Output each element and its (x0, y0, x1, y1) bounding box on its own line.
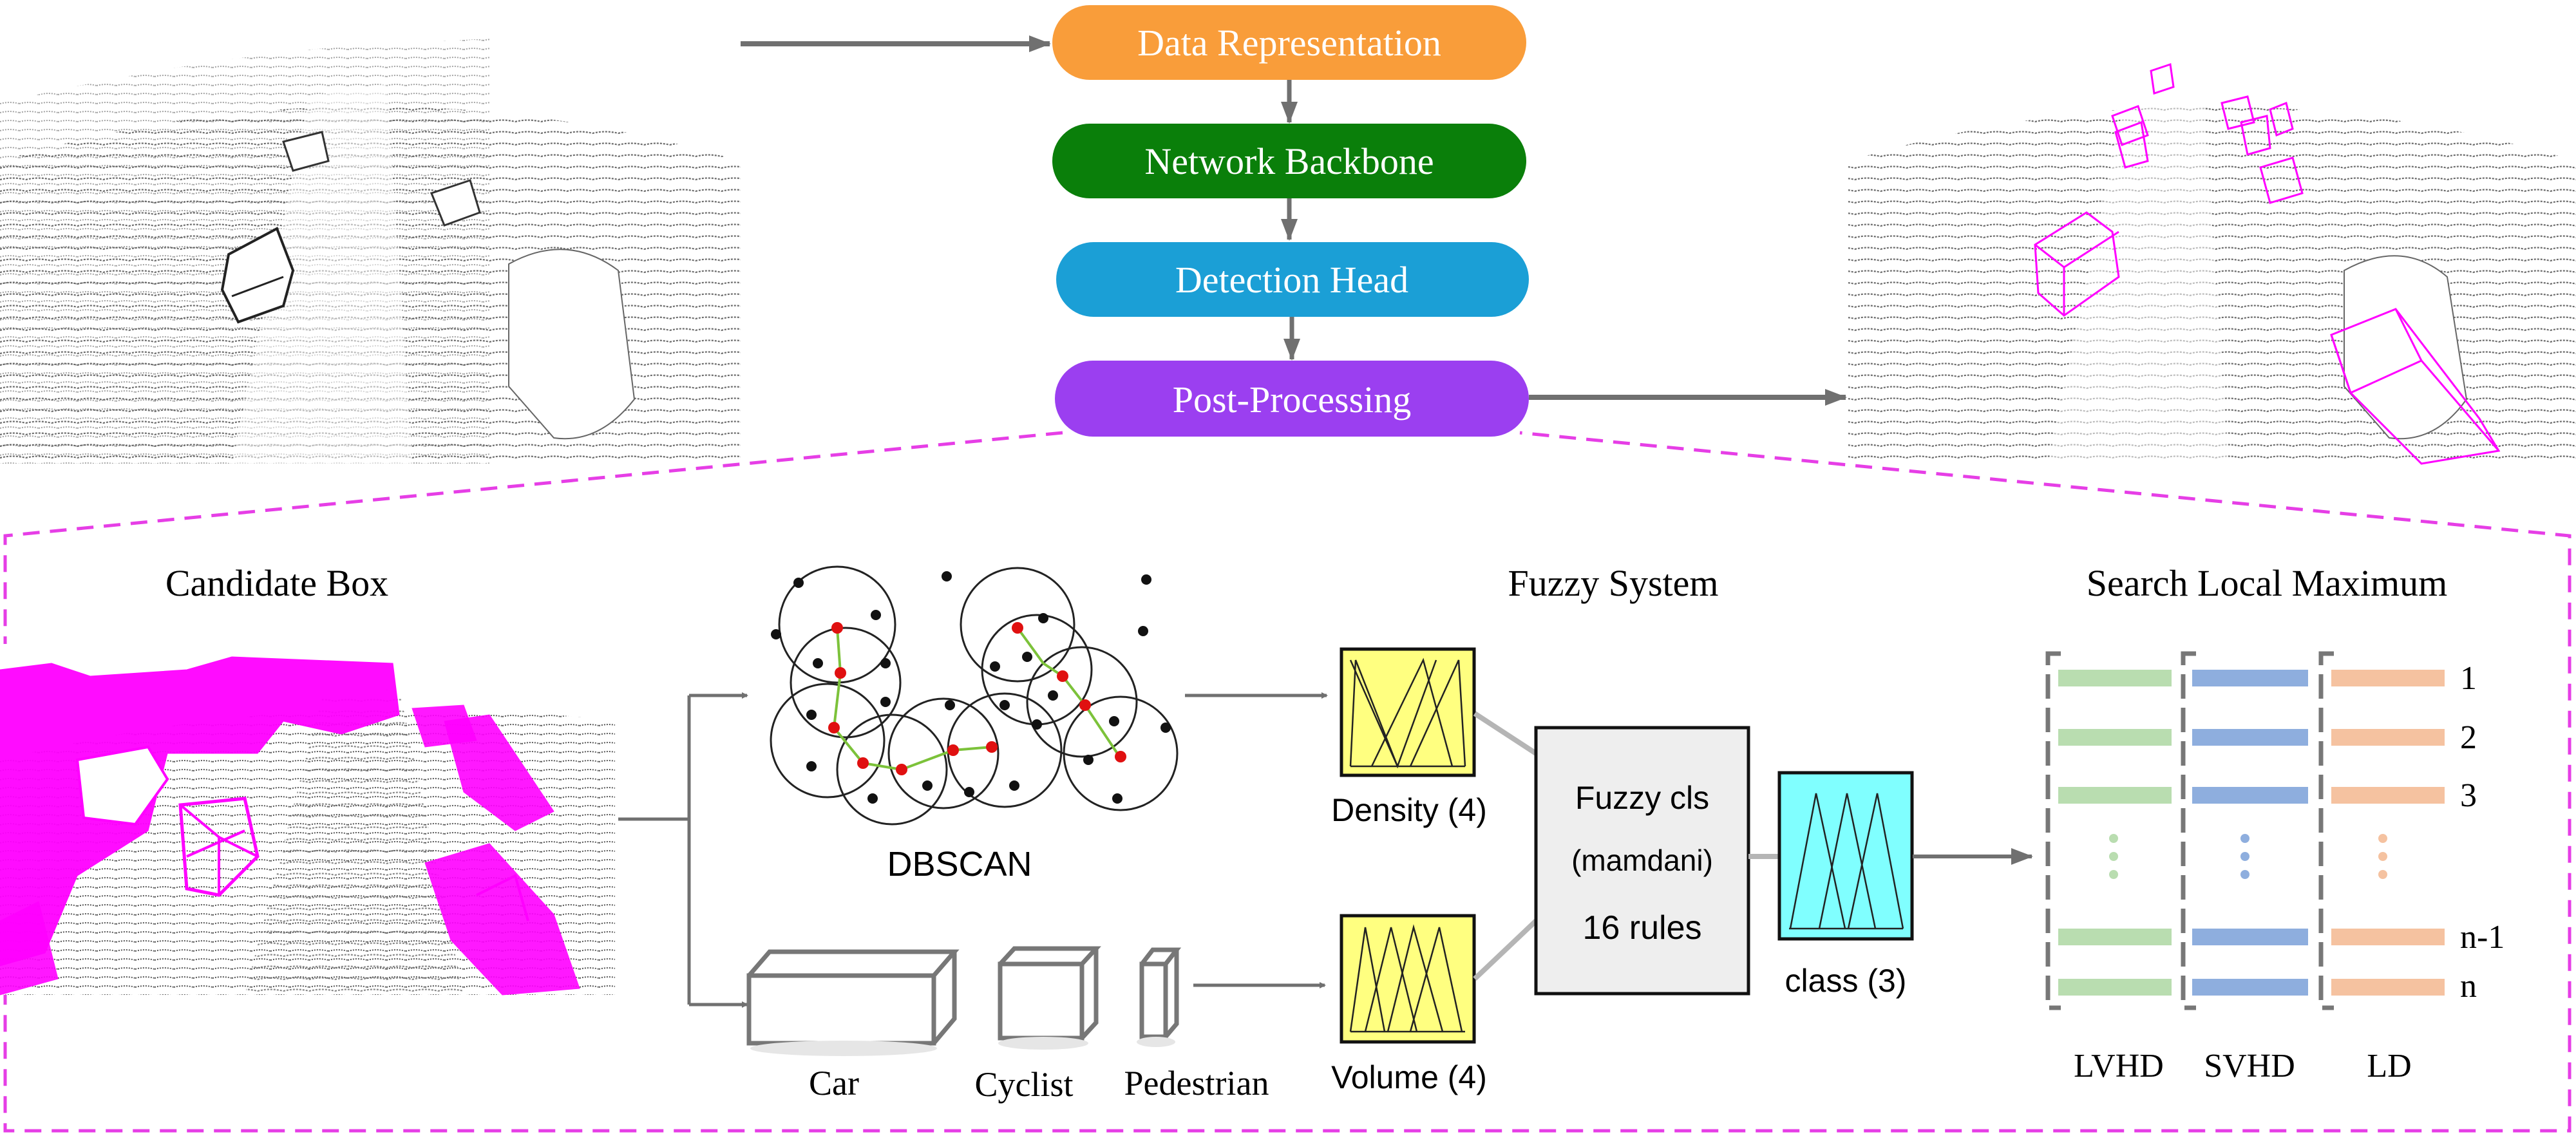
output-point-cloud (1848, 19, 2576, 464)
stage-label: Post-Processing (1173, 379, 1412, 421)
fuzzy-system-title: Fuzzy System (1508, 562, 1718, 604)
stage-box (1056, 242, 1529, 317)
density-label: Density (4) (1331, 792, 1487, 828)
class-membership (1777, 771, 1914, 941)
column-labels: LVHD SVHD LD (2074, 1048, 2411, 1084)
dbscan-border-points (771, 571, 1171, 804)
volume-label: Volume (4) (1331, 1059, 1487, 1095)
row-label: 3 (2460, 777, 2477, 814)
post-processing-detail-frame (3, 431, 2571, 1133)
svhd-bars (2192, 670, 2308, 996)
candidate-box-title: Candidate Box (166, 562, 388, 604)
column-label-svhd: SVHD (2204, 1048, 2295, 1084)
object-shapes: Car Cyclist Pedestrian (746, 946, 1269, 1104)
input-point-cloud (0, 19, 741, 464)
dbscan-illustration: DBSCAN (770, 565, 1179, 884)
candidate-box-section: Candidate Box (0, 562, 615, 996)
dbscan-core-points (828, 622, 1126, 775)
fuzzy-cls-line3: 16 rules (1583, 909, 1702, 947)
stage-box (1052, 5, 1526, 80)
row-label: n-1 (2460, 919, 2505, 956)
fuzzy-cls-box: Fuzzy cls (mamdani) 16 rules (1534, 726, 1750, 996)
row-label: 1 (2460, 660, 2477, 697)
fuzzy-cls-line2: (mamdani) (1571, 844, 1713, 877)
dbscan-circles (770, 565, 1179, 826)
fuzzy-system: Fuzzy System Density (4) Volume (4) (1331, 562, 1914, 1095)
stage-data-representation: Data Representation (1052, 5, 1526, 80)
column-label-ld: LD (2367, 1048, 2411, 1084)
fuzzy-cls-line1: Fuzzy cls (1575, 780, 1709, 816)
pipeline: Data Representation Network Backbone Det… (741, 5, 1847, 437)
class-label: class (3) (1785, 963, 1907, 999)
row-labels: 1 2 3 n-1 n (2460, 660, 2505, 1005)
branch-connector (618, 692, 748, 1008)
stage-label: Data Representation (1137, 22, 1441, 64)
cyclist-label: Cyclist (974, 1065, 1073, 1104)
car-label: Car (809, 1064, 859, 1102)
search-local-maximum: Search Local Maximum (2045, 562, 2505, 1084)
stage-post-processing: Post-Processing (1055, 361, 1529, 437)
output-detection-boxes (2034, 63, 2501, 465)
pedestrian-shape (1137, 947, 1182, 1047)
stage-label: Detection Head (1175, 259, 1408, 301)
car-shape (746, 949, 960, 1056)
pedestrian-label: Pedestrian (1124, 1064, 1269, 1102)
row-label: 2 (2460, 719, 2477, 756)
volume-membership (1340, 914, 1476, 1044)
search-title: Search Local Maximum (2087, 562, 2448, 604)
stage-detection-head: Detection Head (1056, 242, 1529, 317)
stage-box (1052, 124, 1526, 198)
column-brackets (2045, 651, 2334, 1010)
column-label-lvhd: LVHD (2074, 1048, 2164, 1084)
lvhd-bars (2058, 670, 2172, 996)
ld-bars (2331, 670, 2445, 996)
candidate-boxes (0, 656, 580, 996)
cyclist-shape (998, 946, 1101, 1050)
dbscan-links (832, 627, 1119, 771)
stage-label: Network Backbone (1144, 140, 1434, 182)
dbscan-label: DBSCAN (887, 845, 1032, 884)
row-label: n (2460, 968, 2477, 1005)
density-membership (1340, 647, 1476, 777)
stage-box (1055, 361, 1529, 437)
stage-network-backbone: Network Backbone (1052, 124, 1526, 198)
